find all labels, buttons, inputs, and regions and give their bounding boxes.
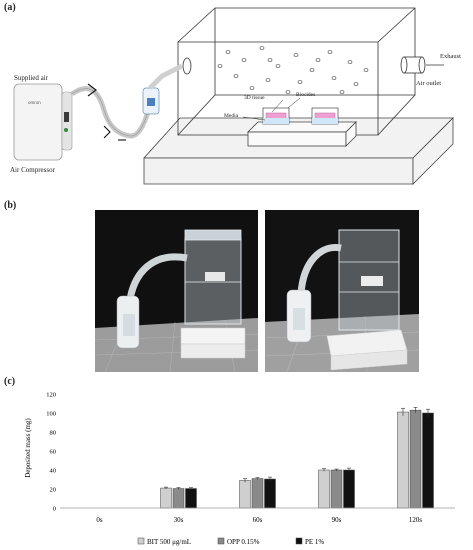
panel-c-label: (c) — [4, 376, 16, 387]
bar — [251, 478, 264, 509]
y-tick-label: 120 — [46, 392, 56, 399]
label-air-compressor: Air Compressor — [10, 166, 55, 174]
bar — [172, 488, 185, 509]
particle — [275, 64, 281, 68]
outlet-port — [400, 56, 426, 74]
particle — [297, 80, 303, 84]
bar — [397, 411, 409, 509]
particle — [225, 50, 231, 54]
bar — [422, 412, 434, 509]
bar — [330, 469, 343, 509]
air-compressor-device — [13, 83, 73, 161]
media-tray — [247, 121, 357, 147]
bar — [239, 480, 251, 509]
chart-legend: BIT 500 μg/mL OPP 0.15% PE 1% — [137, 537, 324, 546]
bar — [343, 469, 355, 509]
particle — [293, 53, 299, 57]
inlet-port — [182, 57, 192, 75]
particle — [315, 58, 321, 62]
particle — [265, 78, 271, 82]
legend-label: OPP 0.15% — [227, 538, 260, 546]
legend-swatch — [217, 537, 225, 545]
particle — [327, 50, 333, 54]
x-tick-label: 30s — [174, 516, 184, 524]
y-tick-label: 40 — [50, 468, 57, 475]
particle — [241, 58, 247, 62]
y-tick-label: 80 — [50, 430, 57, 437]
panel-a-schematic — [13, 7, 454, 185]
particle — [353, 82, 359, 86]
culture-well-1 — [262, 107, 290, 125]
particle — [249, 86, 255, 90]
particle — [363, 68, 369, 72]
x-tick-label: 0s — [96, 516, 103, 524]
y-tick-label: 100 — [46, 411, 56, 418]
callout-lines — [242, 97, 301, 121]
y-axis-label: Deposited mass (mg) — [24, 418, 32, 478]
panel-b-label: (b) — [4, 200, 17, 211]
photo-chamber-single-layer — [95, 210, 258, 372]
particle — [285, 90, 291, 94]
aerosol-particles — [217, 46, 369, 94]
nebulizer-device — [142, 63, 184, 115]
bar — [160, 487, 172, 509]
label-media: Media — [224, 113, 239, 119]
photo-chamber-double-layer — [265, 210, 419, 372]
panel-a-label: (a) — [4, 2, 16, 13]
bar — [409, 409, 422, 509]
x-tick-label: 90s — [332, 516, 342, 524]
label-biocides: Biocides — [296, 92, 316, 98]
air-tube — [70, 86, 153, 139]
bar — [318, 469, 330, 509]
compressor-brand: omron — [28, 100, 41, 105]
legend-swatch — [295, 537, 303, 545]
legend-label: BIT 500 μg/mL — [147, 538, 191, 546]
particle — [331, 76, 337, 80]
bar — [185, 488, 197, 509]
bar — [264, 478, 276, 509]
particle — [217, 64, 223, 68]
label-3d-tissue: 3D tissue — [244, 95, 265, 101]
label-exhaust: Exhaust — [440, 53, 461, 60]
deposited-mass-chart: Deposited mass (mg) 0 20 40 60 80 100 120 0s 30… — [24, 392, 455, 546]
airflow-arrows — [87, 83, 126, 141]
y-tick-label: 20 — [50, 487, 57, 494]
particle — [259, 46, 265, 50]
legend-label: PE 1% — [305, 538, 324, 546]
x-tick-label: 120s — [409, 516, 423, 524]
particle — [309, 68, 315, 72]
exposure-chamber — [177, 7, 416, 136]
particle — [347, 60, 353, 64]
particle — [267, 58, 273, 62]
particle — [339, 90, 345, 94]
label-air-outlet: Air outlet — [416, 80, 442, 87]
label-supplied-air: Supplied air — [14, 74, 49, 82]
y-tick-label: 0 — [53, 506, 56, 513]
legend-swatch — [137, 537, 145, 545]
x-tick-label: 60s — [253, 516, 263, 524]
y-tick-label: 60 — [50, 449, 57, 456]
culture-well-2 — [311, 107, 339, 125]
particle — [233, 74, 239, 78]
